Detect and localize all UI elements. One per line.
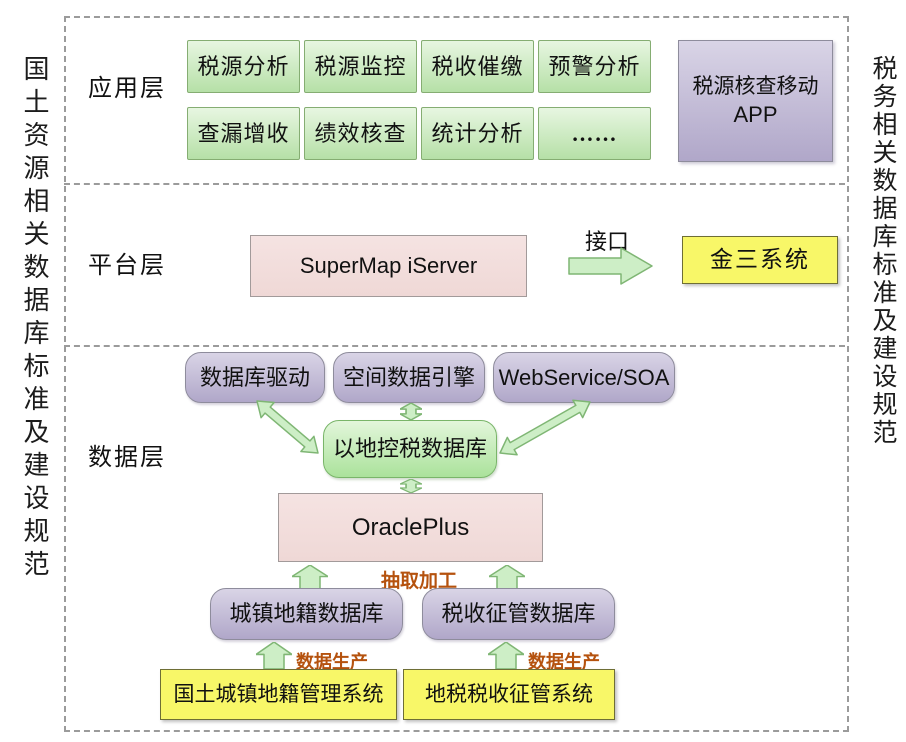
- platform-layer-label: 平台层: [88, 253, 166, 279]
- up-arrow-landsys-to-cadastraldb-icon: [256, 642, 292, 669]
- up-arrow-taxsys-to-taxdb-icon: [488, 642, 524, 669]
- mobile-app-box: 税源核查移动 APP: [678, 40, 833, 162]
- urban-cadastral-database-box: 城镇地籍数据库: [210, 588, 403, 640]
- core-tax-by-land-database-box: 以地控税数据库: [323, 420, 497, 478]
- interface-right-arrow-icon: [568, 247, 653, 285]
- data-production-label-left: 数据生产: [296, 652, 368, 672]
- service-database-driver: 数据库驱动: [185, 352, 325, 403]
- double-arrow-engine-coredb-icon: [400, 403, 422, 420]
- double-arrow-driver-coredb-icon: [256, 400, 319, 454]
- left-side-vertical-label: 国土资源相关数据库标准及建设规范: [20, 55, 49, 583]
- data-layer-label: 数据层: [88, 445, 166, 471]
- service-spatial-data-engine: 空间数据引擎: [333, 352, 485, 403]
- land-urban-cadastral-mgmt-system-box: 国土城镇地籍管理系统: [160, 669, 397, 720]
- module-tax-collection-reminder: 税收催缴: [421, 40, 534, 93]
- data-production-label-right: 数据生产: [528, 652, 600, 672]
- up-arrow-taxmgmt-to-oracle-icon: [489, 565, 525, 590]
- local-tax-collection-mgmt-system-box: 地税税收征管系统: [403, 669, 615, 720]
- platform-data-separator: [64, 345, 845, 347]
- module-warning-analysis: 预警分析: [538, 40, 651, 93]
- module-statistical-analysis: 统计分析: [421, 107, 534, 160]
- module-tax-source-monitoring: 税源监控: [304, 40, 417, 93]
- module-tax-source-analysis: 税源分析: [187, 40, 300, 93]
- oracleplus-box: OraclePlus: [278, 493, 543, 562]
- module-performance-check: 绩效核查: [304, 107, 417, 160]
- module-ellipsis-more: ……: [538, 107, 651, 160]
- module-leak-check-revenue: 查漏增收: [187, 107, 300, 160]
- application-layer-label: 应用层: [88, 76, 166, 102]
- mobile-app-title: 税源核查移动: [692, 74, 819, 99]
- service-webservice-soa: WebService/SOA: [493, 352, 675, 403]
- etl-label: 抽取加工: [381, 571, 458, 592]
- double-arrow-coredb-oracle-icon: [400, 479, 422, 493]
- double-arrow-coredb-webservice-icon: [499, 399, 591, 456]
- supermap-iserver-box: SuperMap iServer: [250, 235, 527, 297]
- tax-collection-database-box: 税收征管数据库: [422, 588, 615, 640]
- right-side-vertical-label: 税务相关数据库标准及建设规范: [869, 55, 896, 447]
- diagram-outer-dashed-border: [64, 16, 849, 732]
- up-arrow-cadastral-to-oracle-icon: [292, 565, 328, 590]
- application-platform-separator: [64, 183, 845, 185]
- golden-tax-three-system-box: 金三系统: [682, 236, 838, 284]
- mobile-app-subtitle: APP: [733, 102, 778, 128]
